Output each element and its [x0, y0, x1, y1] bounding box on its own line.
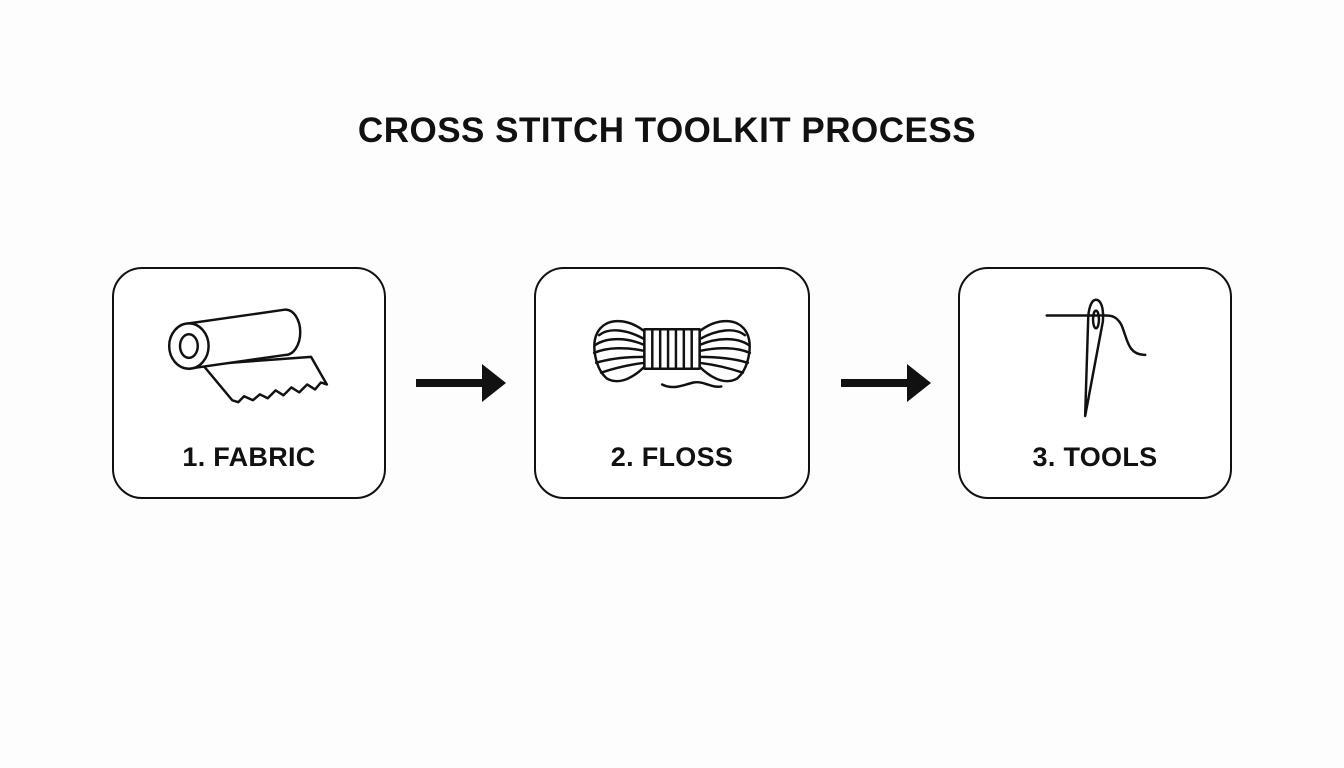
diagram-title: CROSS STITCH TOOLKIT PROCESS: [357, 111, 977, 150]
step-tools: 3. TOOLS: [958, 267, 1232, 499]
step-label-fabric: 1. FABRIC: [182, 442, 316, 472]
step-label-tools: 3. TOOLS: [1032, 442, 1158, 472]
arrow-right-icon: [416, 364, 506, 402]
step-label-floss: 2. FLOSS: [610, 442, 734, 472]
fabric-roll-icon: [167, 308, 329, 404]
step-fabric: 1. FABRIC: [112, 267, 386, 499]
needle-thread-icon: [1045, 298, 1147, 418]
floss-skein-icon: [592, 319, 752, 389]
arrow-right-icon: [841, 364, 931, 402]
step-floss: 2. FLOSS: [534, 267, 810, 499]
